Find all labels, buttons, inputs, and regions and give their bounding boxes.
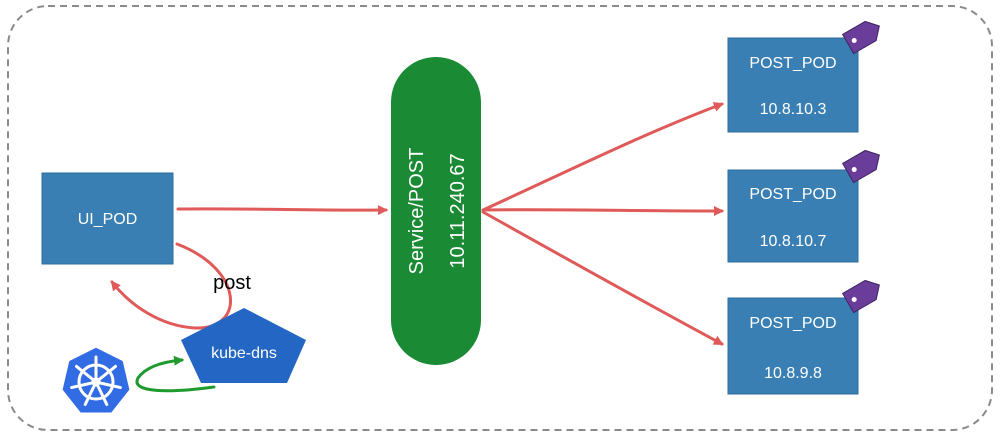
post-pod-name: POST_POD — [749, 186, 836, 203]
service-ip: 10.11.240.67 — [447, 153, 469, 268]
arrow-dns-query-loop — [110, 242, 232, 330]
cluster-boundary — [7, 5, 993, 431]
post-pod-2: POST_POD 10.8.10.7 — [727, 149, 880, 263]
tag-icon — [841, 20, 880, 55]
tag-icon — [841, 149, 880, 184]
arrow-service-to-pod-2 — [481, 205, 724, 216]
post-pod-ip: 10.8.10.3 — [760, 101, 827, 118]
arrow-service-to-pod-3 — [481, 210, 724, 346]
post-pod-name: POST_POD — [749, 315, 836, 332]
arrow-service-to-pod-1 — [481, 102, 724, 212]
dns-query-label: post — [213, 272, 251, 294]
service-pill — [391, 57, 481, 365]
post-pod-ip: 10.8.9.8 — [764, 365, 822, 382]
arrow-k8s-to-dns — [135, 355, 216, 393]
service-post: Service/POST 10.11.240.67 — [391, 57, 481, 365]
ui-pod: UI_POD — [41, 172, 174, 265]
arrow-ui-to-service — [176, 205, 388, 216]
post-pod-box — [727, 169, 859, 263]
post-pod-1: POST_POD 10.8.10.3 — [727, 20, 880, 133]
kube-dns-shape — [181, 308, 306, 383]
post-pod-ip: 10.8.10.7 — [760, 233, 827, 250]
post-pod-3: POST_POD 10.8.9.8 — [727, 279, 880, 395]
post-pod-name: POST_POD — [749, 55, 836, 72]
post-pod-box — [727, 297, 859, 395]
kube-dns-label: kube-dns — [211, 345, 277, 362]
service-name: Service/POST — [406, 148, 428, 275]
post-pod-box — [727, 37, 859, 133]
ui-pod-label: UI_POD — [78, 211, 138, 228]
tag-icon — [841, 279, 880, 314]
kubernetes-icon — [59, 344, 133, 416]
ui-pod-box — [41, 172, 174, 265]
kube-dns: kube-dns — [181, 308, 306, 383]
